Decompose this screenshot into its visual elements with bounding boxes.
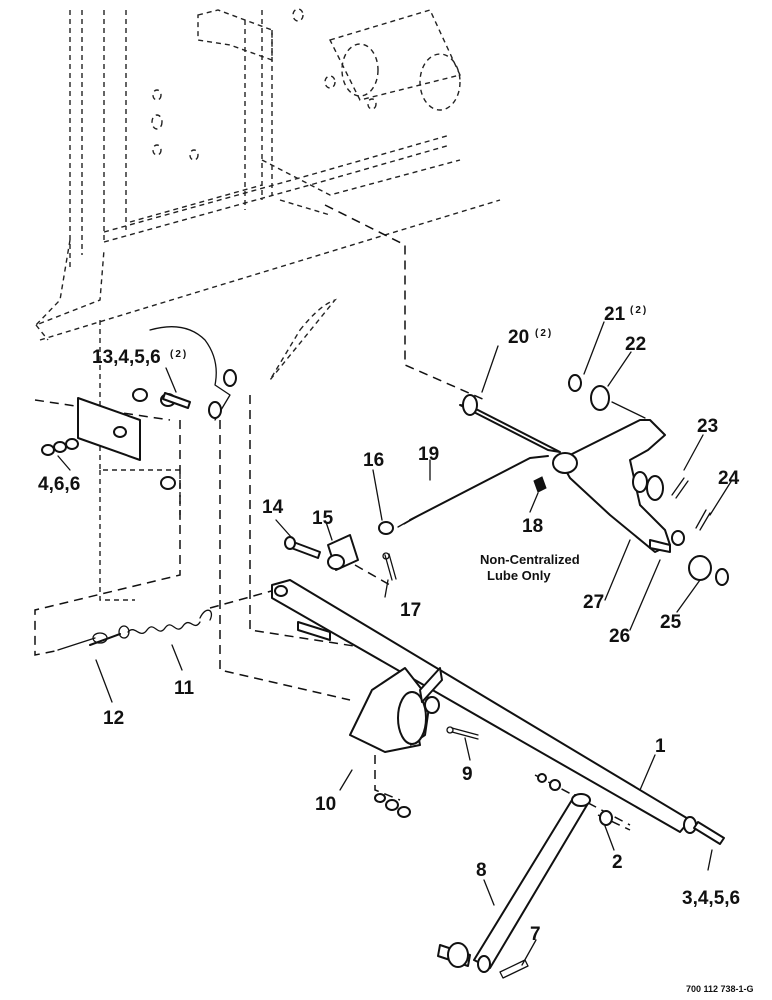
spring-assembly	[57, 609, 213, 651]
callout-10: 10	[315, 794, 336, 815]
callout-16: 16	[363, 450, 384, 471]
callout-25: 25	[660, 612, 682, 633]
callout-2: 2	[612, 852, 623, 873]
adjusting-rod-assembly	[284, 455, 549, 581]
callout-4-6-6: 4,6,6	[38, 474, 80, 495]
callout-11: 11	[174, 678, 195, 699]
leader-lines	[57, 321, 733, 966]
callout-21: 21	[604, 304, 626, 325]
lube-note-line2: Lube Only	[487, 568, 551, 583]
callout-13-4-5-6: 13,4,5,6	[92, 347, 161, 368]
callout-12: 12	[103, 708, 124, 729]
callout-3-4-5-6: 3,4,5,6	[682, 888, 740, 909]
callout-27: 27	[583, 592, 604, 613]
main-bar-assembly	[271, 579, 725, 845]
callout-14: 14	[262, 497, 284, 518]
callout-22: 22	[625, 334, 646, 355]
callout-26: 26	[609, 626, 630, 647]
lube-note-line1: Non-Centralized	[480, 552, 580, 567]
callout-15: 15	[312, 508, 334, 529]
callout-21-qty: (2)	[630, 305, 648, 316]
callout-24: 24	[718, 468, 740, 489]
callout-17: 17	[400, 600, 421, 621]
callout-labels: 1 2 3,4,5,6 4,6,6 7 8 9 10 11 12 13,4,5,…	[38, 304, 754, 994]
drawing-code: 700 112 738-1-G	[686, 984, 754, 994]
callout-7: 7	[530, 924, 541, 945]
arm-assembly	[459, 374, 729, 586]
callout-20: 20	[508, 327, 529, 348]
callout-1: 1	[655, 736, 666, 757]
callout-9: 9	[462, 764, 473, 785]
callout-23: 23	[697, 416, 718, 437]
callout-19: 19	[418, 444, 439, 465]
callout-18: 18	[522, 516, 543, 537]
callout-13-qty: (2)	[170, 349, 188, 360]
upper-bracket-assembly	[41, 326, 237, 490]
callout-8: 8	[476, 860, 487, 881]
pedal-arm	[437, 793, 591, 979]
callout-20-qty: (2)	[535, 328, 553, 339]
